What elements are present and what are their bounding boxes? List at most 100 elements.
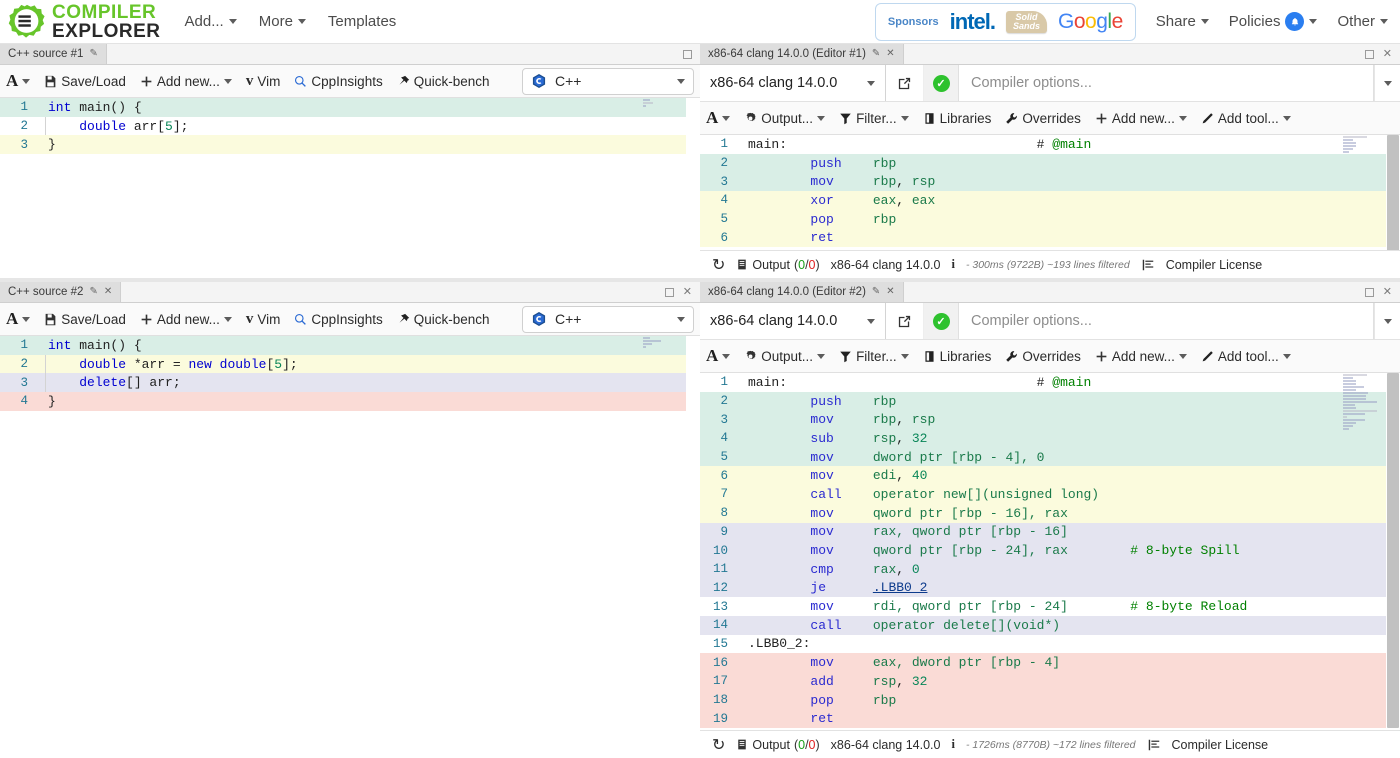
code-line[interactable]: 17 add rsp, 32 — [700, 672, 1400, 691]
code-line[interactable]: 3} — [0, 135, 700, 155]
nav-item-templates[interactable]: Templates — [328, 13, 396, 30]
code-line[interactable]: 4 xor eax, eax — [700, 191, 1400, 210]
vertical-scrollbar-compiler-2[interactable] — [1386, 373, 1400, 730]
compiler-license-label[interactable]: Compiler License — [1165, 257, 1263, 272]
vertical-scrollbar-editor-2[interactable] — [686, 336, 700, 758]
rename-pencil-icon[interactable]: ✎ — [89, 48, 98, 59]
popout-button-1[interactable] — [886, 65, 924, 101]
add-new-button[interactable]: Add new... — [140, 312, 232, 327]
recompile-button[interactable]: ↻ — [712, 736, 726, 754]
solid-sands-logo[interactable]: Solid Sands — [1005, 10, 1047, 33]
maximize-icon[interactable] — [1364, 287, 1374, 297]
quick-bench-button[interactable]: Quick-bench — [397, 312, 490, 327]
code-line[interactable]: 18 pop rbp — [700, 690, 1400, 710]
rename-pencil-icon[interactable]: ✎ — [871, 286, 881, 297]
compiler-picker-2[interactable]: x86-64 clang 14.0.0 — [700, 303, 886, 339]
output-button[interactable]: Output... — [744, 349, 826, 364]
output-toggle-2[interactable]: Output (0/0) — [736, 738, 820, 752]
code-line[interactable]: 8 mov qword ptr [rbp - 16], rax — [700, 503, 1400, 523]
code-line[interactable]: 4 sub rsp, 32 — [700, 429, 1400, 448]
code-line[interactable]: 16 mov eax, dword ptr [rbp - 4] — [700, 653, 1400, 672]
popout-button-2[interactable] — [886, 303, 924, 339]
compiler-options-dropdown-2[interactable] — [1374, 303, 1400, 339]
code-line[interactable]: 6 ret — [700, 228, 1400, 248]
overrides-button[interactable]: Overrides — [1005, 111, 1081, 126]
recompile-button[interactable]: ↻ — [712, 256, 726, 274]
code-line[interactable]: 6 mov edi, 40 — [700, 466, 1400, 486]
info-icon[interactable]: i — [951, 737, 955, 751]
maximize-icon[interactable] — [664, 287, 674, 297]
bell-notification-icon[interactable] — [1285, 12, 1305, 31]
close-pane-icon[interactable]: ✕ — [682, 285, 692, 298]
compiler-options-dropdown-1[interactable] — [1374, 65, 1400, 101]
output-toggle-1[interactable]: Output (0/0) — [736, 258, 820, 272]
code-line[interactable]: 13 mov rdi, qword ptr [rbp - 24] # 8-byt… — [700, 597, 1400, 616]
cppinsights-button[interactable]: CppInsights — [294, 74, 383, 89]
add-tool-button[interactable]: Add tool... — [1201, 349, 1291, 364]
font-size-button[interactable]: A — [706, 346, 731, 366]
font-size-button[interactable]: A — [706, 108, 731, 128]
rename-pencil-icon[interactable]: ✎ — [89, 286, 98, 297]
quick-bench-button[interactable]: Quick-bench — [397, 74, 490, 89]
compiler-options-input-1[interactable]: Compiler options... — [958, 65, 1374, 101]
language-selector-2[interactable]: C++ — [522, 305, 694, 333]
libraries-button[interactable]: Libraries — [923, 111, 991, 126]
sponsors-banner[interactable]: Sponsors intel. Solid Sands Google — [874, 2, 1136, 41]
close-pane-icon[interactable]: ✕ — [1382, 47, 1392, 60]
cppinsights-button[interactable]: CppInsights — [294, 312, 383, 327]
code-line[interactable]: 10 mov qword ptr [rbp - 24], rax # 8-byt… — [700, 541, 1400, 560]
code-line[interactable]: 3 mov rbp, rsp — [700, 172, 1400, 192]
language-selector-1[interactable]: C++ — [522, 67, 694, 95]
code-line[interactable]: 7 call operator new[](unsigned long) — [700, 485, 1400, 504]
vim-button[interactable]: v Vim — [246, 311, 281, 328]
rename-pencil-icon[interactable]: ✎ — [871, 48, 881, 59]
close-icon[interactable]: ✕ — [886, 48, 895, 59]
nav-item-policies[interactable]: Policies — [1229, 12, 1318, 31]
add-new-button[interactable]: Add new... — [1095, 111, 1187, 126]
add-new-button[interactable]: Add new... — [1095, 349, 1187, 364]
token[interactable]: .LBB0_2 — [872, 580, 928, 596]
save-load-button[interactable]: Save/Load — [44, 74, 126, 89]
app-logo[interactable]: COMPILER EXPLORER — [0, 3, 161, 41]
nav-item-other[interactable]: Other — [1337, 13, 1388, 30]
output-button[interactable]: Output... — [744, 111, 826, 126]
nav-item-more[interactable]: More — [259, 13, 306, 30]
splitter-horizontal-right[interactable] — [700, 278, 1400, 282]
code-line[interactable]: 15.LBB0_2: — [700, 635, 1400, 654]
code-line[interactable]: 3 delete[] arr; — [0, 373, 700, 393]
tab-cpp-source-1[interactable]: C++ source #1 ✎ — [0, 44, 107, 64]
add-new-button[interactable]: Add new... — [140, 74, 232, 89]
code-line[interactable]: 5 pop rbp — [700, 209, 1400, 229]
tab-compiler-1[interactable]: x86-64 clang 14.0.0 (Editor #1) ✎ ✕ — [700, 44, 904, 64]
code-line[interactable]: 19 ret — [700, 709, 1400, 729]
license-icon[interactable] — [1141, 258, 1155, 272]
scrollbar-thumb[interactable] — [1387, 135, 1399, 250]
filter-button[interactable]: Filter... — [839, 111, 909, 126]
overrides-button[interactable]: Overrides — [1005, 349, 1081, 364]
code-line[interactable]: 2 double *arr = new double[5]; — [0, 354, 700, 374]
font-size-button[interactable]: A — [6, 309, 31, 329]
intel-logo[interactable]: intel. — [949, 8, 996, 34]
scrollbar-thumb[interactable] — [1387, 373, 1399, 728]
maximize-icon[interactable] — [1364, 49, 1374, 59]
close-icon[interactable]: ✕ — [103, 286, 113, 297]
libraries-button[interactable]: Libraries — [923, 349, 991, 364]
code-line[interactable]: 4} — [0, 392, 700, 411]
vim-button[interactable]: v Vim — [246, 73, 281, 90]
code-line[interactable]: 5 mov dword ptr [rbp - 4], 0 — [700, 447, 1400, 467]
info-icon[interactable]: i — [951, 257, 955, 271]
code-line[interactable]: 11 cmp rax, 0 — [700, 559, 1400, 579]
compiler-options-input-2[interactable]: Compiler options... — [958, 303, 1374, 339]
compile-status-1[interactable]: ✓ — [924, 65, 958, 101]
code-line[interactable]: 2 double arr[5]; — [0, 117, 700, 136]
add-tool-button[interactable]: Add tool... — [1201, 111, 1291, 126]
nav-item-add[interactable]: Add... — [185, 13, 237, 30]
vertical-scrollbar-editor-1[interactable] — [686, 98, 700, 278]
tab-cpp-source-2[interactable]: C++ source #2 ✎ ✕ — [0, 282, 122, 302]
google-logo[interactable]: Google — [1058, 10, 1123, 34]
